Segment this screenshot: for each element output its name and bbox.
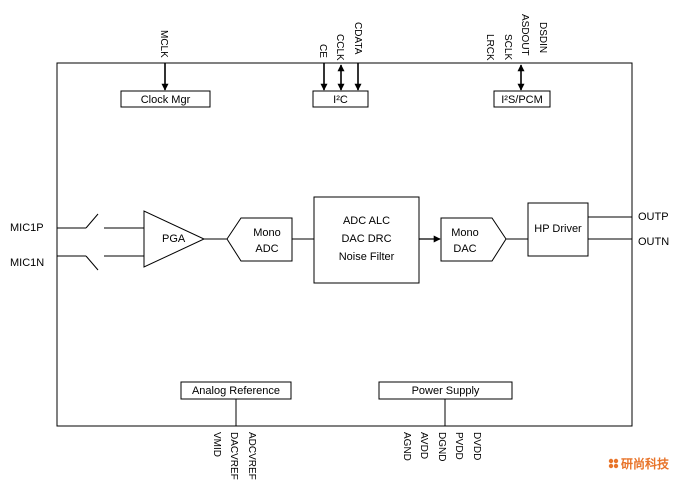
adc-label-line2: ADC [255,243,278,255]
pin-mclk: MCLK [158,30,169,58]
clock-mgr-label: Clock Mgr [141,94,191,106]
pin-outn: OUTN [638,236,669,248]
clock-mgr-block: Clock Mgr [120,90,211,108]
pga-block: PGA [143,210,206,268]
brand-logo-icon [608,458,619,469]
i2s-pcm-label: I²S/PCM [501,94,543,106]
pin-avdd: AVDD [418,432,429,459]
hp-driver-label: HP Driver [534,223,582,235]
pin-dvdd: DVDD [471,432,482,460]
pin-vmid: VMID [211,432,222,457]
pin-dacvref: DACVREF [228,432,239,480]
pin-pvdd: PVDD [453,432,464,460]
i2c-label: I²C [333,94,348,106]
dac-label-line1: Mono [451,227,479,239]
pin-agnd: AGND [401,432,412,461]
pin-lrck: LRCK [484,34,495,61]
proc-label-adc-alc: ADC ALC [343,215,390,227]
mono-dac-block: Mono DAC [440,217,507,262]
watermark: 研尚科技 [608,456,670,471]
pin-asdout: ASDOUT [519,14,530,56]
proc-label-noise-filter: Noise Filter [339,251,395,263]
pin-dgnd: DGND [436,432,447,461]
pin-mic1p: MIC1P [10,222,44,234]
pin-ce: CE [317,44,328,58]
pin-dsdin: DSDIN [537,22,548,53]
pin-cdata: CDATA [352,22,363,55]
pin-cclk: CCLK [334,34,345,61]
adc-label-line1: Mono [253,227,281,239]
analog-reference-block: Analog Reference [180,381,292,400]
mic-switches [57,213,144,271]
pin-sclk: SCLK [502,34,513,60]
pga-label: PGA [162,233,186,245]
mono-adc-block: Mono ADC [226,217,293,262]
power-supply-label: Power Supply [412,385,480,397]
power-supply-block: Power Supply [378,381,513,400]
i2s-pcm-block: I²S/PCM [493,90,551,108]
analog-ref-label: Analog Reference [192,385,280,397]
chip-outline [56,62,633,427]
pin-mic1n: MIC1N [10,257,44,269]
processing-block: ADC ALC DAC DRC Noise Filter [313,196,420,284]
pin-outp: OUTP [638,211,669,223]
dac-label-line2: DAC [453,243,476,255]
hp-driver-block: HP Driver [527,202,589,257]
i2c-block: I²C [312,90,369,108]
proc-label-dac-drc: DAC DRC [341,233,391,245]
pin-adcvref: ADCVREF [246,432,257,480]
watermark-text: 研尚科技 [621,456,670,471]
